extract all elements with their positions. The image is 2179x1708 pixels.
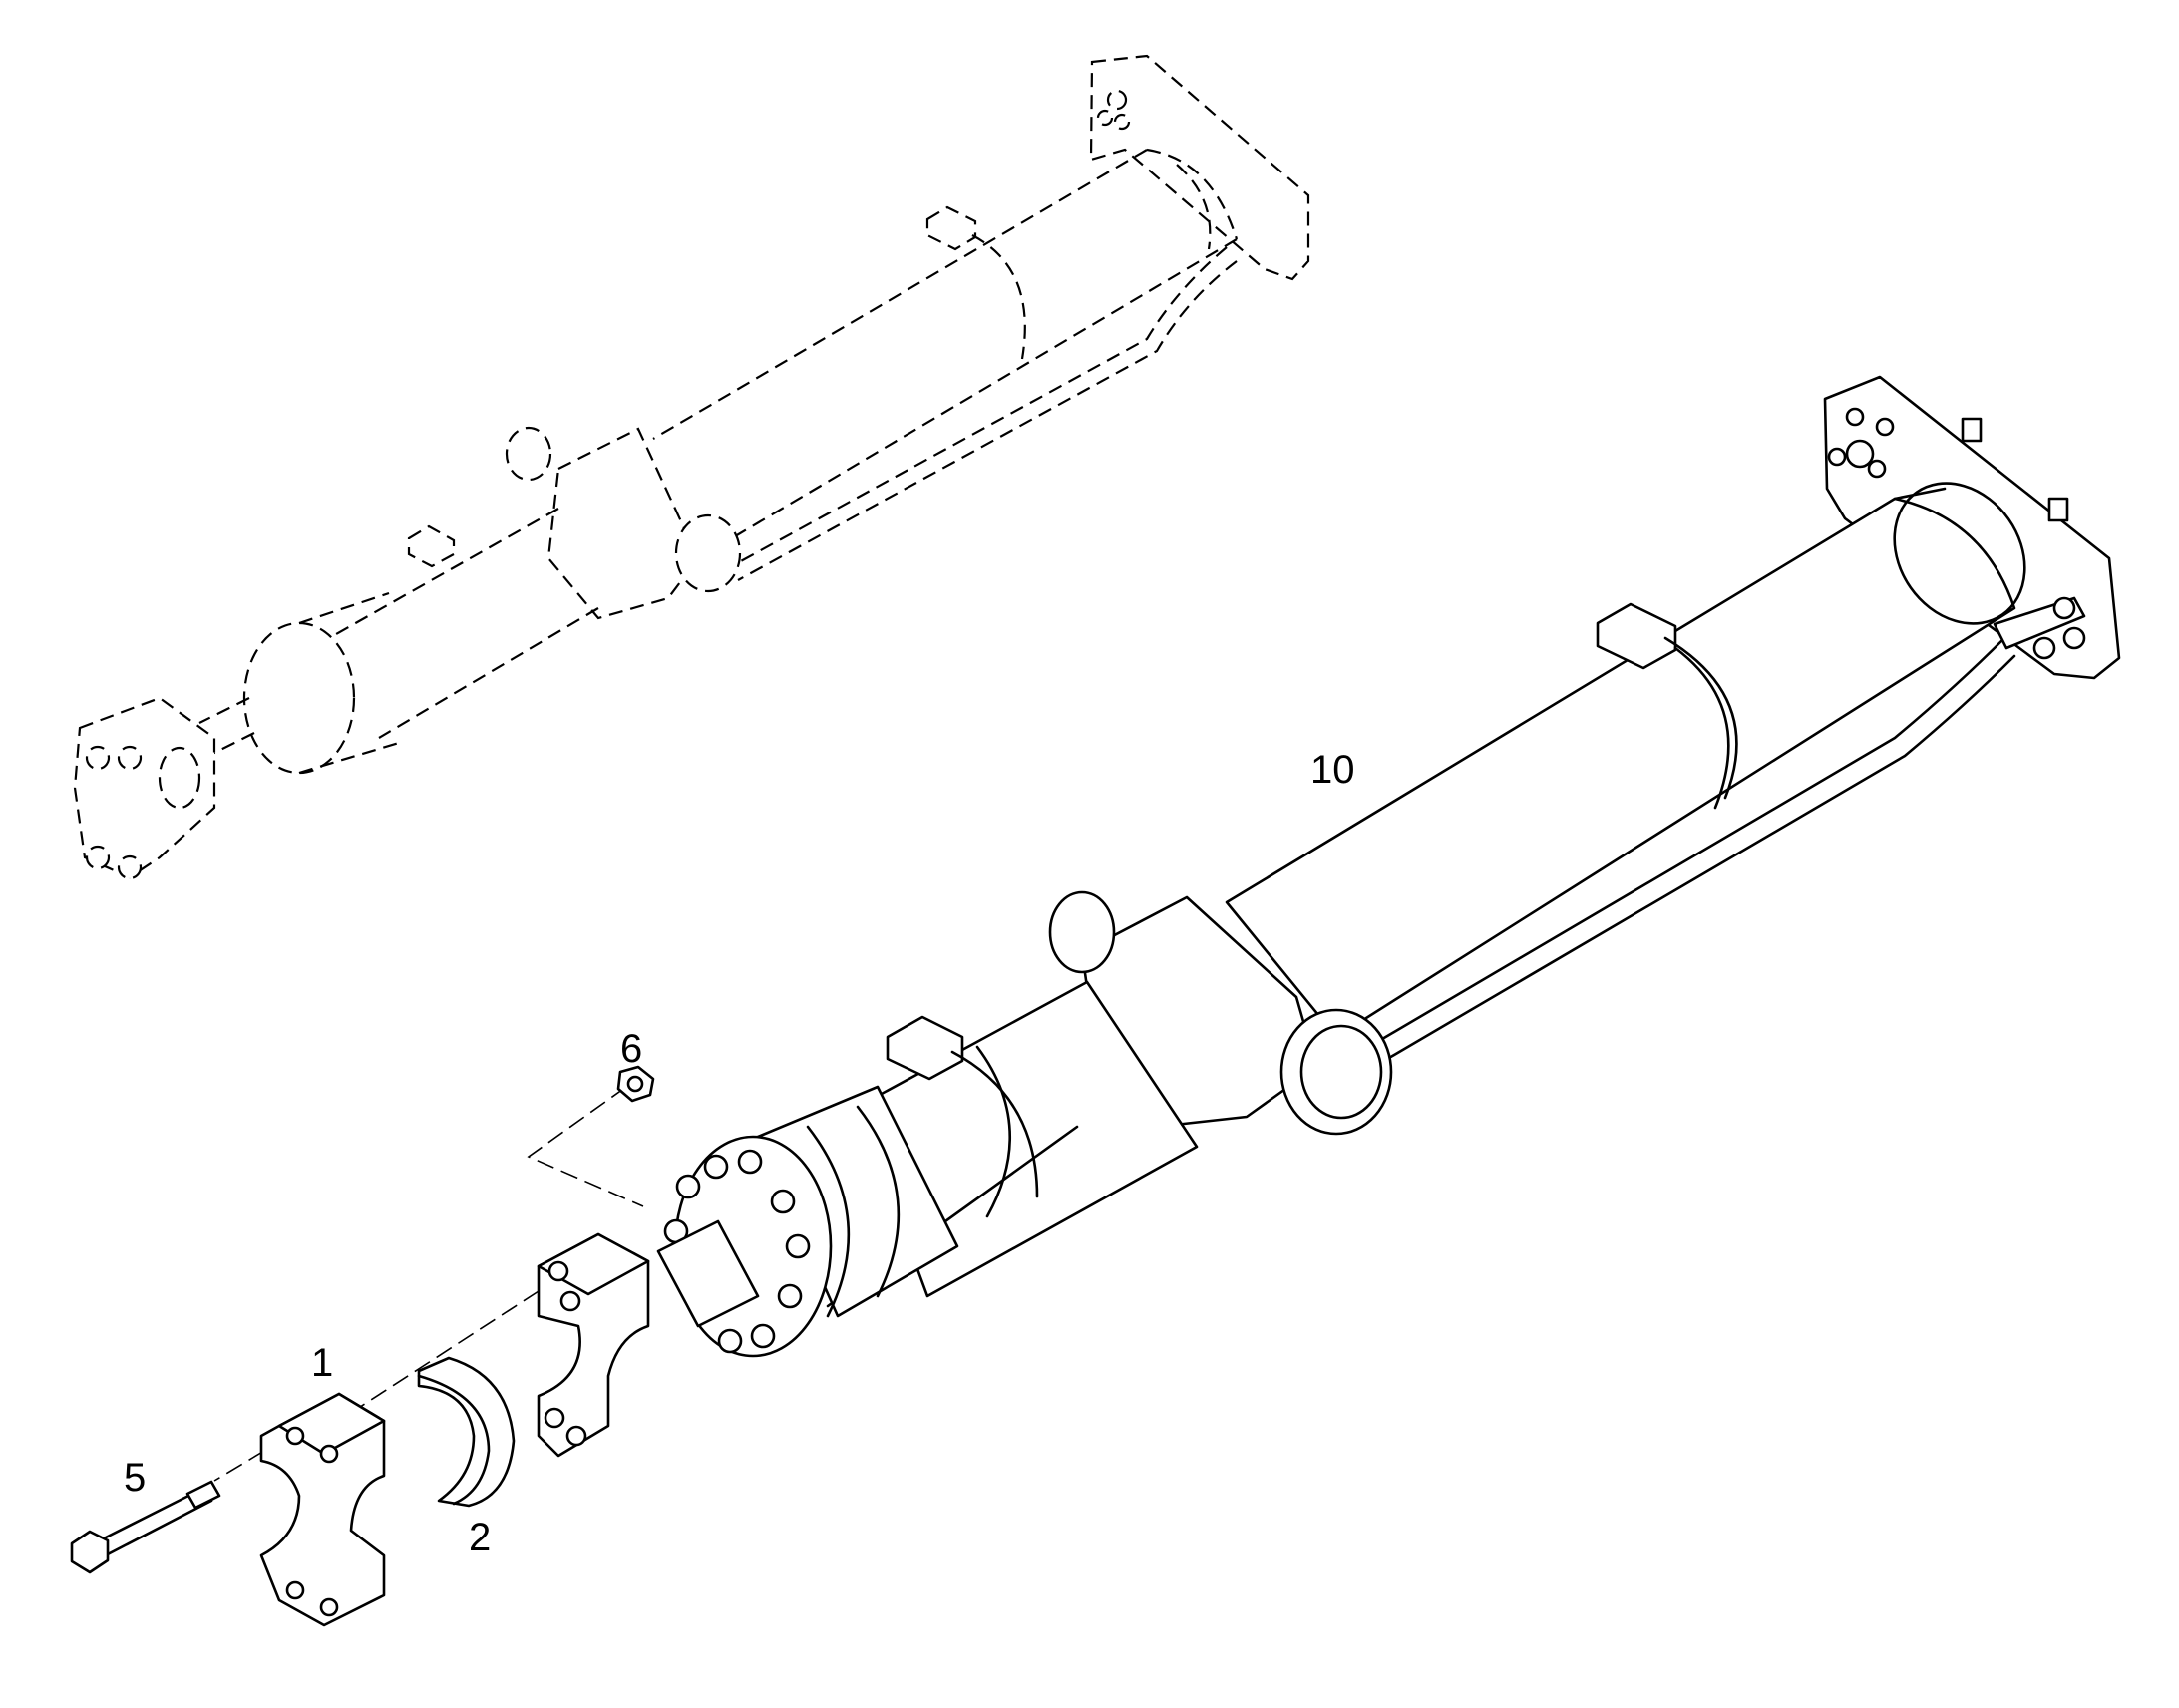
hydraulic-hose (1324, 636, 2016, 1091)
phantom-rod-end-bolt (117, 745, 143, 771)
phantom-hose (727, 246, 1238, 581)
phantom-rod-end (73, 696, 216, 879)
nut-hole (626, 1075, 644, 1093)
clamp-top (277, 1392, 386, 1456)
part-6-nut[interactable] (616, 1065, 655, 1103)
phantom-clip (925, 205, 977, 251)
flange-bolt (785, 1233, 811, 1259)
flange-bolt (717, 1328, 743, 1354)
barrel-end-cap (1893, 482, 2026, 625)
phantom-rod-end-bolt (117, 854, 143, 880)
fitting-bolt (2032, 636, 2056, 660)
piston-rod (656, 1219, 760, 1328)
fitting-bolt (2062, 626, 2086, 650)
trunnion-pin-face (1299, 1024, 1383, 1120)
clip-band (1673, 646, 1730, 810)
trunnion-pin (1048, 890, 1116, 974)
callout-6: 6 (620, 1027, 642, 1071)
clamp-bolt-hole (285, 1580, 305, 1600)
phantom-trunnion (546, 427, 700, 620)
part-2-bearing-shell[interactable] (417, 1356, 516, 1508)
leader-nut (527, 1086, 644, 1207)
rod-end-bolt-hole (565, 1425, 587, 1447)
phantom-cylinder-assembly (73, 54, 1310, 880)
bearing-shell (417, 1356, 516, 1508)
flange-bolt (777, 1283, 803, 1309)
rod-end-half-top (537, 1232, 650, 1296)
flange-bolt (675, 1174, 701, 1199)
phantom-rod-end-bolt (85, 745, 111, 771)
phantom-gland-flange (242, 621, 356, 775)
gland-ring (856, 1105, 901, 1298)
plate-hole (1875, 417, 1895, 437)
phantom-rod-end-bolt (85, 845, 111, 870)
gland-ring (806, 1125, 851, 1318)
rod-end-bolt-hole (547, 1260, 569, 1282)
clip-band (950, 1050, 1039, 1198)
rod-end-bolt-hole (544, 1407, 565, 1429)
plate-stud (1961, 417, 1983, 443)
trunnion-pin (1279, 1008, 1393, 1136)
leader-bolt (213, 1450, 265, 1482)
clamp-bolt-hole (319, 1444, 339, 1464)
clamp-bolt-hole (285, 1426, 305, 1446)
nut-body (616, 1065, 655, 1103)
phantom-plate-hole (1106, 89, 1128, 111)
hydraulic-cylinder[interactable] (537, 375, 2121, 1458)
hose-clip (1596, 602, 1677, 670)
phantom-clip-band (971, 234, 1026, 360)
part-1-clamp-half[interactable] (259, 1392, 386, 1627)
phantom-trunnion-pin (505, 426, 552, 482)
phantom-mounting-plate (1089, 54, 1310, 281)
mounting-plate (1823, 375, 2121, 680)
hose-clip (886, 1015, 964, 1081)
plate-hole (1867, 459, 1887, 479)
flange-bolt (770, 1189, 796, 1214)
clip-band (1663, 636, 1738, 800)
phantom-trunnion-pin (674, 513, 742, 593)
phantom-barrel (652, 148, 1239, 559)
plate-stud (2047, 497, 2069, 522)
phantom-clip (407, 524, 456, 568)
flange-bolt (703, 1154, 729, 1180)
callout-10: 10 (1310, 748, 1355, 792)
fitting-bolt (2052, 596, 2076, 620)
clamp-body (259, 1392, 386, 1627)
phantom-plate-hole (1113, 113, 1131, 131)
bolt-head (70, 1530, 110, 1574)
phantom-plate-hole (1096, 109, 1114, 127)
barrel-edge (1893, 487, 1947, 501)
rod-end-half (537, 1232, 650, 1458)
phantom-lower-barrel (328, 508, 599, 739)
callout-5: 5 (124, 1456, 146, 1500)
phantom-rod-end-eye (158, 746, 201, 810)
bearing-shell-inner (417, 1374, 491, 1506)
rod-end-bolt-hole (559, 1290, 581, 1312)
plate-hole (1845, 407, 1865, 427)
plate-hole (1845, 439, 1875, 469)
clamp-bolt-hole (319, 1597, 339, 1617)
flange-bolt (750, 1323, 776, 1349)
part-5-bolt[interactable] (70, 1480, 221, 1574)
flange-bolt (737, 1149, 763, 1175)
leader-clamp (353, 1290, 540, 1412)
plate-hole (1827, 447, 1847, 467)
phantom-gland (298, 591, 400, 775)
bolt-thread (185, 1480, 221, 1510)
phantom-barrel-ring (1176, 164, 1212, 250)
callout-2: 2 (469, 1516, 491, 1559)
barrel-ring (975, 1045, 1011, 1218)
callout-1: 1 (311, 1341, 333, 1385)
